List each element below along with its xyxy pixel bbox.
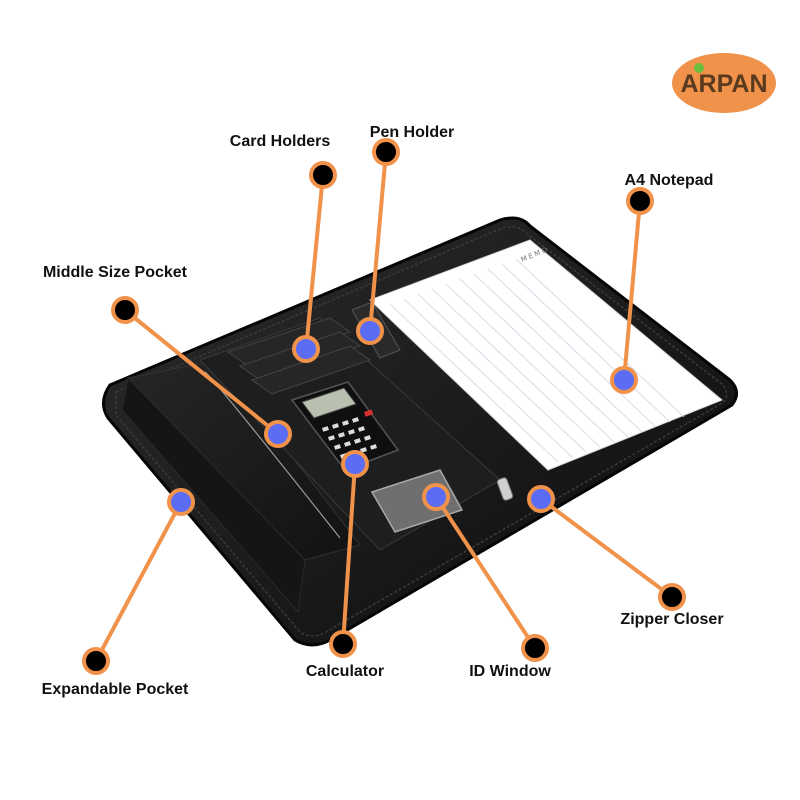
expandable-pocket-flap xyxy=(121,376,306,614)
zipper-pull-icon xyxy=(496,477,514,501)
callout-id-window xyxy=(422,483,549,662)
label-card-holders: Card Holders xyxy=(230,133,331,150)
label-expandable-pocket: Expandable Pocket xyxy=(42,681,189,698)
logo-leaf-icon xyxy=(694,63,704,73)
label-pen-holder: Pen Holder xyxy=(370,124,454,141)
callout-expandable-pocket xyxy=(82,488,195,675)
calculator-red-key xyxy=(364,409,374,417)
leader-line xyxy=(368,150,388,333)
callout-middle-size-pocket xyxy=(111,296,292,448)
leader-line xyxy=(341,462,357,646)
anchor-dot xyxy=(82,647,110,675)
label-middle-size-pocket: Middle Size Pocket xyxy=(43,264,188,281)
notepad-rules xyxy=(389,258,685,463)
target-dot xyxy=(422,483,450,511)
target-dot xyxy=(292,335,320,363)
callout-zipper-closer xyxy=(527,485,686,611)
anchor-dot xyxy=(372,138,400,166)
label-id-window: ID Window xyxy=(469,663,551,680)
folio-illustration: MEMO xyxy=(102,216,738,647)
calculator-display xyxy=(301,387,357,419)
callout-layer xyxy=(82,138,686,675)
card-slot xyxy=(226,317,352,367)
target-dot xyxy=(356,317,384,345)
target-dot xyxy=(341,450,369,478)
callout-pen-holder xyxy=(356,138,400,345)
zipper-track xyxy=(115,226,728,637)
anchor-dot xyxy=(111,296,139,324)
logo-text: ARPAN xyxy=(680,70,767,98)
callout-calculator xyxy=(329,450,369,658)
anchor-dot xyxy=(521,634,549,662)
label-calculator: Calculator xyxy=(306,663,384,680)
notepad: MEMO xyxy=(369,239,723,471)
target-dot xyxy=(527,485,555,513)
callout-labels: Card Holders Pen Holder A4 Notepad Middl… xyxy=(42,124,724,698)
callout-a4-notepad xyxy=(610,187,654,394)
brand-logo: ARPAN xyxy=(672,53,776,113)
calculator-device xyxy=(290,381,400,471)
leader-line xyxy=(123,308,280,436)
anchor-dot xyxy=(329,630,357,658)
anchor-dot xyxy=(658,583,686,611)
anchor-dot xyxy=(626,187,654,215)
label-a4-notepad: A4 Notepad xyxy=(625,172,714,189)
notepad-paper xyxy=(369,239,723,471)
target-dot xyxy=(264,420,292,448)
callout-card-holders xyxy=(292,161,337,363)
leader-line xyxy=(94,500,183,663)
label-zipper-closer: Zipper Closer xyxy=(620,611,723,628)
leader-line xyxy=(539,497,674,599)
anchor-dot xyxy=(309,161,337,189)
leader-line xyxy=(304,173,325,351)
leader-line xyxy=(622,199,642,382)
target-dot xyxy=(167,488,195,516)
target-dot xyxy=(610,366,638,394)
card-slot xyxy=(250,345,372,395)
leader-line xyxy=(434,495,537,650)
